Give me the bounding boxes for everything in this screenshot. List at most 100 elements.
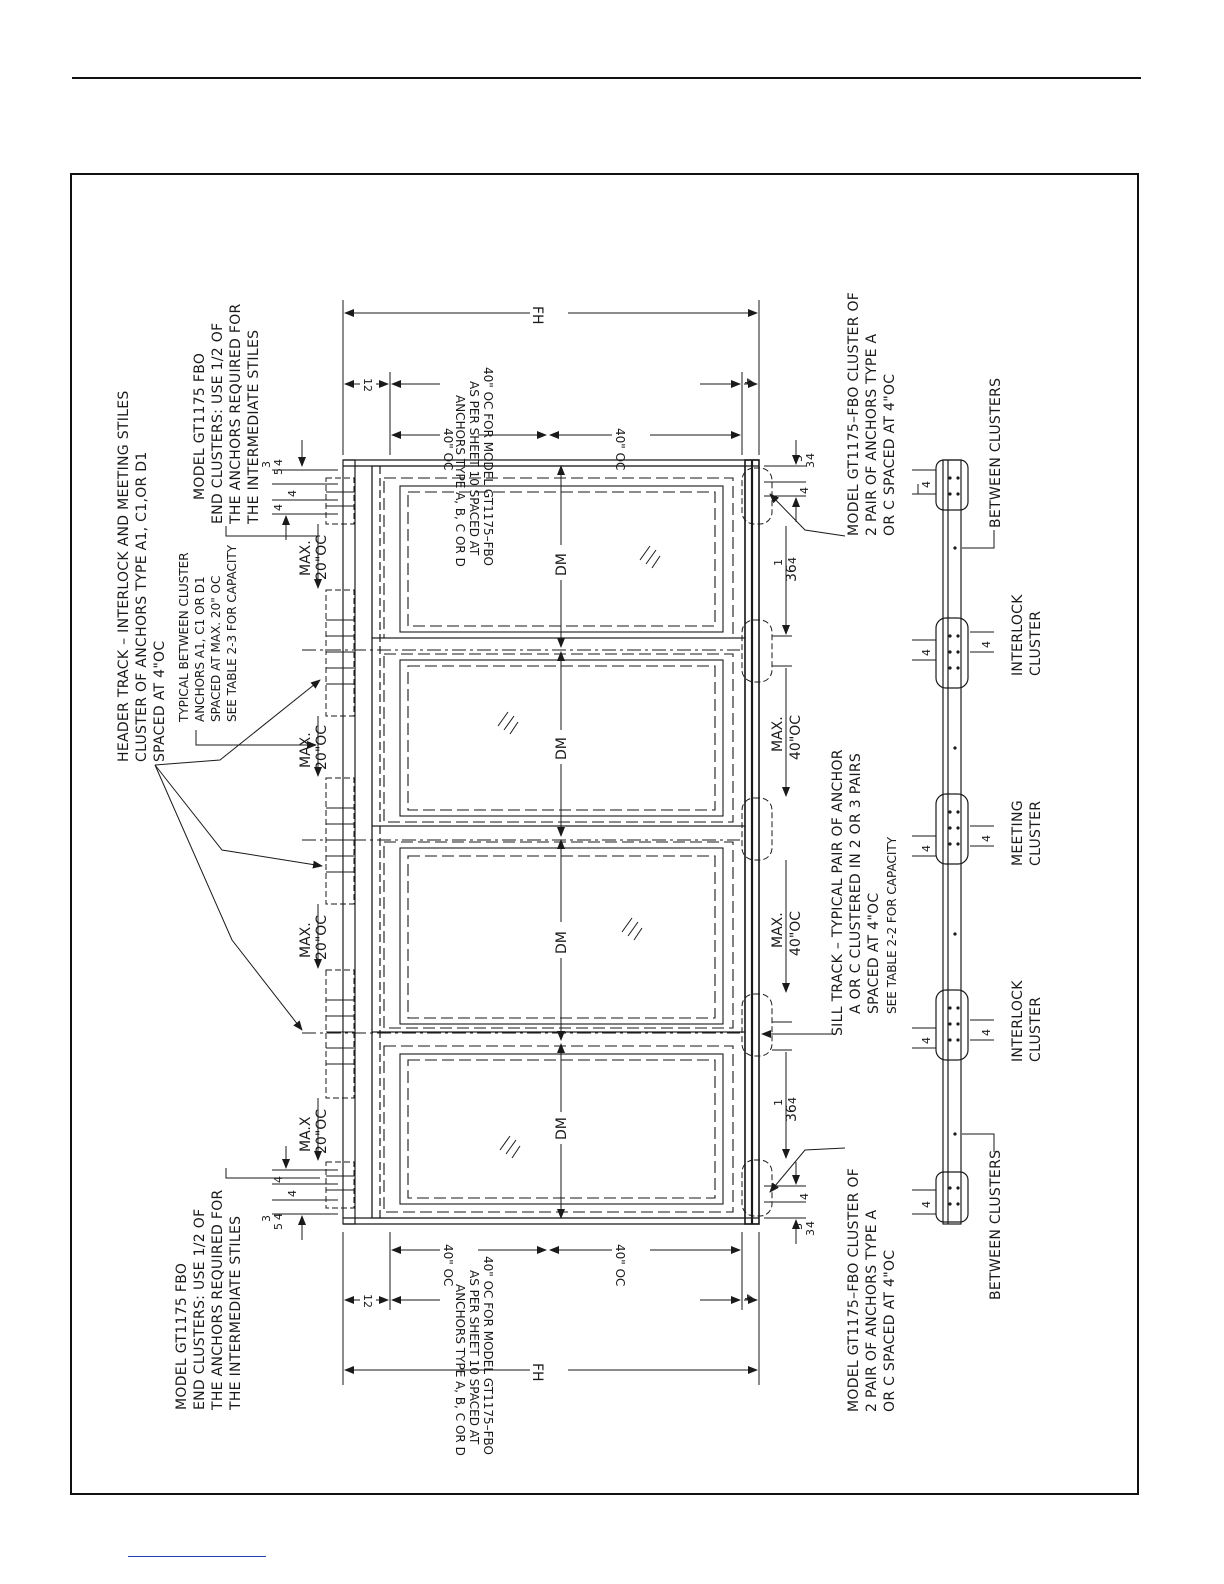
plan-four-7: 4 (980, 1029, 993, 1036)
oc40-label-bottom-b: 40" OC (613, 1244, 627, 1286)
fh-labels-bottom: FH 12 4 40" OC 40" OC ANCHORS TYPE A, B,… (361, 1244, 755, 1456)
top-end-cluster-dims (272, 440, 338, 540)
max-label-3: MAX. (298, 922, 314, 958)
plan-four-5: 4 (980, 835, 993, 842)
between-clusters-bottom: BETWEEN CLUSTERS (988, 1150, 1004, 1300)
plan-four-2: 4 (920, 649, 933, 656)
dm-label-2: DM (554, 737, 570, 760)
five-three-quarter-bottom-den: 4 (272, 1213, 285, 1220)
anchors-note-top-2: AS PER SHEET 10 SPACED AT (467, 381, 481, 556)
oc40-label-top-b: 40" OC (613, 428, 627, 470)
dm-label-1: DM (554, 553, 570, 576)
note-model-cluster-top-3: OR C SPACED AT 4"OC (882, 374, 898, 536)
max-label-2: MAX. (298, 732, 314, 768)
top-rule (72, 77, 1141, 79)
plan-four-6: 4 (920, 1037, 933, 1044)
note-end-cluster-bottom-3: THE ANCHORS REQUIRED FOR (210, 1189, 226, 1411)
note-header-track-1: HEADER TRACK – INTERLOCK AND MEETING STI… (116, 390, 132, 762)
fh-dimension-bottom (342, 1232, 760, 1385)
three-quarter-bottom-den: 4 (804, 1221, 817, 1228)
meeting-cluster-2: CLUSTER (1028, 801, 1044, 866)
sill-anchor-clusters (741, 467, 773, 1217)
bottom-link-underline (128, 1556, 266, 1557)
bottom-end-cluster-dims (272, 1146, 338, 1240)
note-end-cluster-top-3: THE ANCHORS REQUIRED FOR (228, 303, 244, 525)
note-typical-between-1: TYPICAL BETWEEN CLUSTER (177, 552, 191, 723)
note-model-cluster-top-1: MODEL GT1175–FBO CLUSTER OF (846, 292, 862, 536)
sill-max-2: MAX. (770, 912, 786, 948)
header-anchor-clusters (325, 477, 355, 1209)
note-model-cluster-bottom-3: OR C SPACED AT 4"OC (882, 1250, 898, 1412)
sill-four-bottom: 4 (798, 1193, 811, 1200)
dm-labels: DM DM DM DM (554, 553, 570, 1140)
five-three-quarter-top-whole: 5 (272, 468, 285, 475)
twelve-label-top: 12 (361, 378, 374, 392)
twelve-label-bottom: 12 (361, 1294, 374, 1308)
anchor-dots (948, 476, 960, 1206)
header-anchor-ticks (302, 491, 740, 1191)
note-end-cluster-top-2: END CLUSTERS: USE 1/2 OF (210, 323, 226, 524)
dim-36-bottom-whole: 36 (784, 1104, 800, 1122)
dim-36-bottom-den: 4 (786, 1097, 799, 1104)
plan-four-3: 4 (980, 641, 993, 648)
oc40-label-bottom-a: 40" OC (441, 1244, 455, 1286)
sill-dims (764, 440, 806, 1244)
plan-strip-dims (912, 469, 995, 1215)
oc20-label-3: 20"OC (314, 915, 330, 960)
note-typical-between-4: SEE TABLE 2-3 FOR CAPACITY (225, 544, 239, 722)
sheet-frame (70, 173, 1139, 1495)
note-sill-track-3: SPACED AT 4"OC (866, 893, 882, 1014)
dim-36-bottom-num: 1 (772, 1099, 785, 1106)
four-top-b: 4 (272, 504, 285, 511)
fh-label-bottom: FH (529, 1363, 545, 1382)
dim-36-top-whole: 36 (784, 564, 800, 582)
note-model-cluster-top: MODEL GT1175–FBO CLUSTER OF 2 PAIR OF AN… (846, 292, 898, 536)
three-quarter-top-whole: 3 (804, 461, 817, 468)
five-three-quarter-top-num: 3 (260, 461, 273, 468)
note-typical-between-3: SPACED AT MAX. 20" OC (209, 576, 223, 722)
max-label-4: MA.X (298, 1116, 314, 1152)
sill-oc40-1: 40"OC (788, 715, 804, 760)
five-three-quarter-top-den: 4 (272, 459, 285, 466)
between-clusters-top: BETWEEN CLUSTERS (988, 378, 1004, 528)
plan-strip-labels: 4 4 4 4 4 4 4 4 BETWEEN CLUSTERS BETWEEN… (920, 378, 1044, 1300)
note-end-cluster-top-1: MODEL GT1175 FBO (192, 353, 208, 500)
glass-marks (497, 545, 661, 1159)
note-end-cluster-top: MODEL GT1175 FBO END CLUSTERS: USE 1/2 O… (192, 303, 262, 525)
plan-four-8: 4 (920, 1201, 933, 1208)
note-end-cluster-bottom-1: MODEL GT1175 FBO (174, 1263, 190, 1410)
note-model-cluster-bottom: MODEL GT1175–FBO CLUSTER OF 2 PAIR OF AN… (846, 1168, 898, 1412)
header-track (342, 459, 356, 1225)
dim-36-top-den: 4 (786, 557, 799, 564)
note-header-track: HEADER TRACK – INTERLOCK AND MEETING STI… (116, 390, 168, 762)
note-header-track-2: CLUSTER OF ANCHORS TYPE A1, C1,OR D1 (134, 451, 150, 762)
max-label-1: MAX. (298, 540, 314, 576)
anchors-note-bottom-2: AS PER SHEET 10 SPACED AT (467, 1270, 481, 1445)
note-end-cluster-bottom: MODEL GT1175 FBO END CLUSTERS: USE 1/2 O… (174, 1189, 244, 1411)
oc20-label-4: 20"OC (314, 1109, 330, 1154)
sill-plan-strip (935, 459, 969, 1225)
leader-lines (154, 493, 846, 1193)
note-header-track-3: SPACED AT 4"OC (152, 641, 168, 762)
meeting-cluster-1: MEETING (1010, 800, 1026, 866)
sill-dim-labels: 3 3 4 4 36 1 4 MAX. 40"OC MAX. 40"OC 36 … (770, 453, 817, 1236)
note-model-cluster-bottom-2: 2 PAIR OF ANCHORS TYPE A (864, 1210, 880, 1412)
anchors-note-bottom-1: ANCHORS TYPE A, B, C OR D (453, 1284, 467, 1456)
plan-four-4: 4 (920, 845, 933, 852)
note-model-cluster-bottom-1: MODEL GT1175–FBO CLUSTER OF (846, 1168, 862, 1412)
four-bottom-b: 4 (286, 1190, 299, 1197)
anchors-note-top-1: ANCHORS TYPE A, B, C OR D (453, 395, 467, 567)
note-end-cluster-bottom-4: THE INTERMEDIATE STILES (228, 1216, 244, 1411)
three-quarter-bottom-whole: 3 (804, 1229, 817, 1236)
plan-four-1: 4 (920, 481, 933, 488)
note-end-cluster-top-4: THE INTERMEDIATE STILES (246, 330, 262, 525)
dm-label-3: DM (554, 931, 570, 954)
oc20-label-2: 20"OC (314, 725, 330, 770)
header-max-labels: MAX. 20"OC MAX. 20"OC MAX. 20"OC MA.X 20… (298, 535, 330, 1154)
note-sill-track-4: SEE TABLE 2-2 FOR CAPACITY (885, 836, 899, 1014)
four-label-top: 4 (742, 378, 755, 385)
interlock-cluster-bottom-2: CLUSTER (1028, 997, 1044, 1062)
sill-oc40-2: 40"OC (788, 911, 804, 956)
note-model-cluster-top-2: 2 PAIR OF ANCHORS TYPE A (864, 334, 880, 536)
